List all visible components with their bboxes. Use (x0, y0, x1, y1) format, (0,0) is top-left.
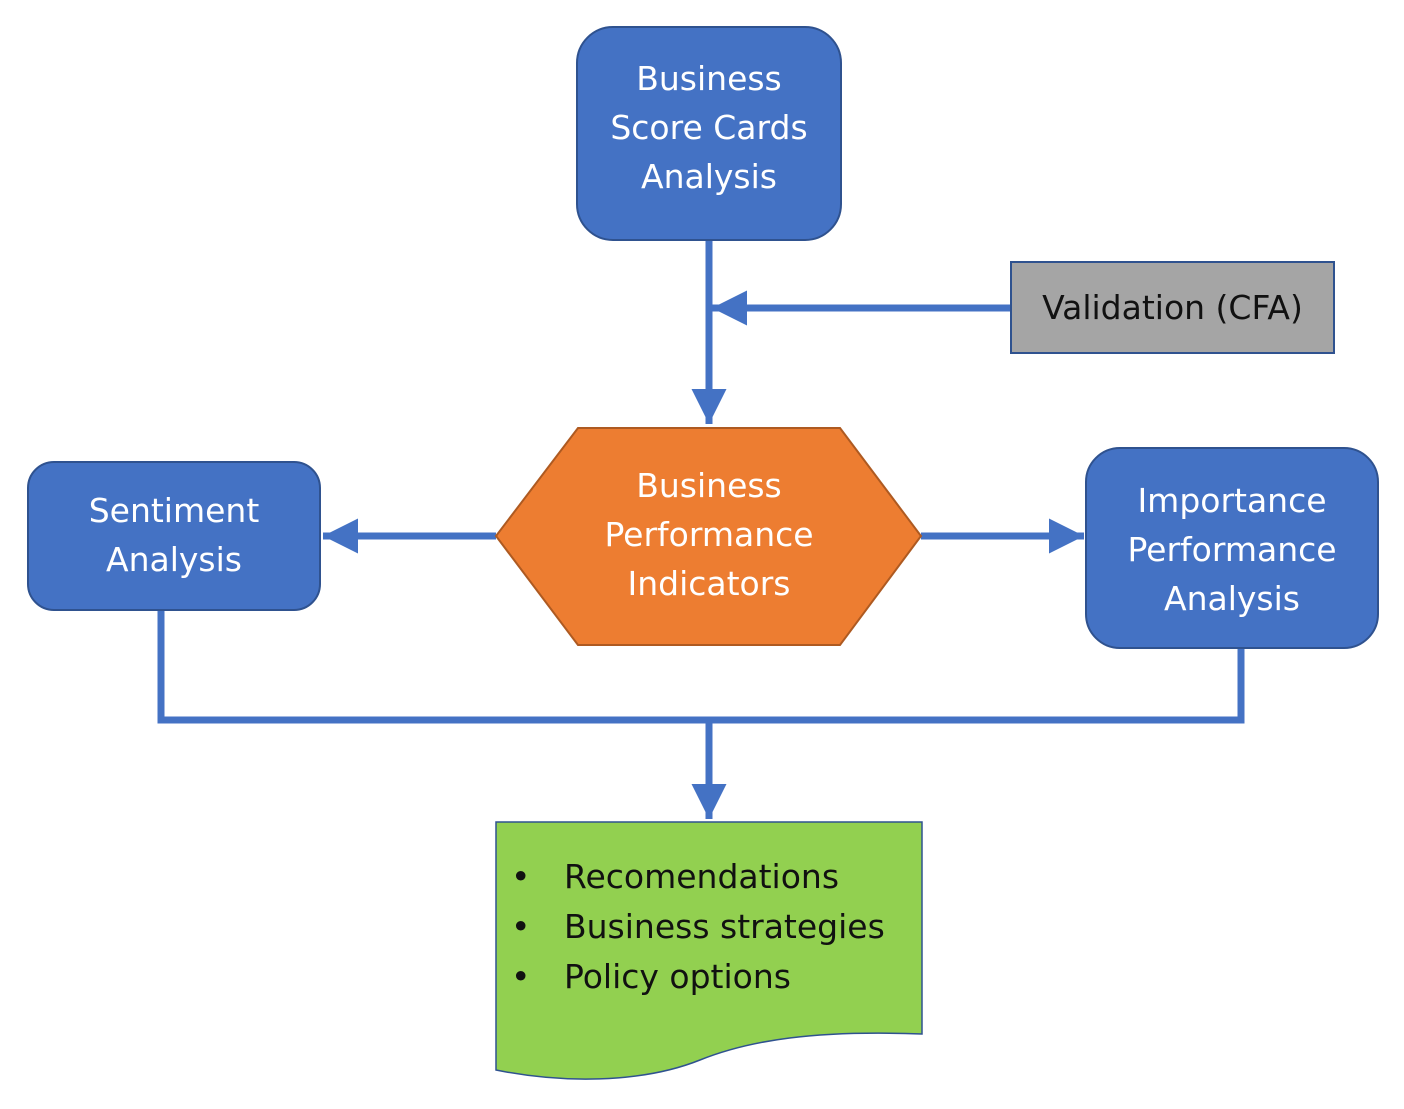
importance-box (1085, 447, 1379, 649)
outputs-item-label: Business strategies (564, 907, 885, 946)
bullet-icon: • (511, 957, 531, 996)
bullet-icon: • (511, 907, 531, 946)
outputs-item-business-strategies: • Business strategies (505, 902, 885, 952)
outputs-list: • Recomendations • Business strategies •… (505, 852, 885, 1002)
outputs-document-shape (495, 821, 923, 1080)
connectors (157, 240, 1245, 819)
sentiment-box (27, 461, 321, 611)
connector-importance-merge (709, 648, 1245, 724)
outputs-item-policy-options: • Policy options (505, 952, 885, 1002)
indicators-hexagon (494, 427, 923, 646)
connector-sentiment-merge (157, 610, 709, 724)
bullet-icon: • (511, 857, 531, 896)
scorecards-box (576, 26, 842, 241)
validation-box (1010, 261, 1335, 354)
outputs-item-recommendations: • Recomendations (505, 852, 885, 902)
outputs-item-label: Policy options (564, 957, 791, 996)
outputs-item-label: Recomendations (564, 857, 840, 896)
